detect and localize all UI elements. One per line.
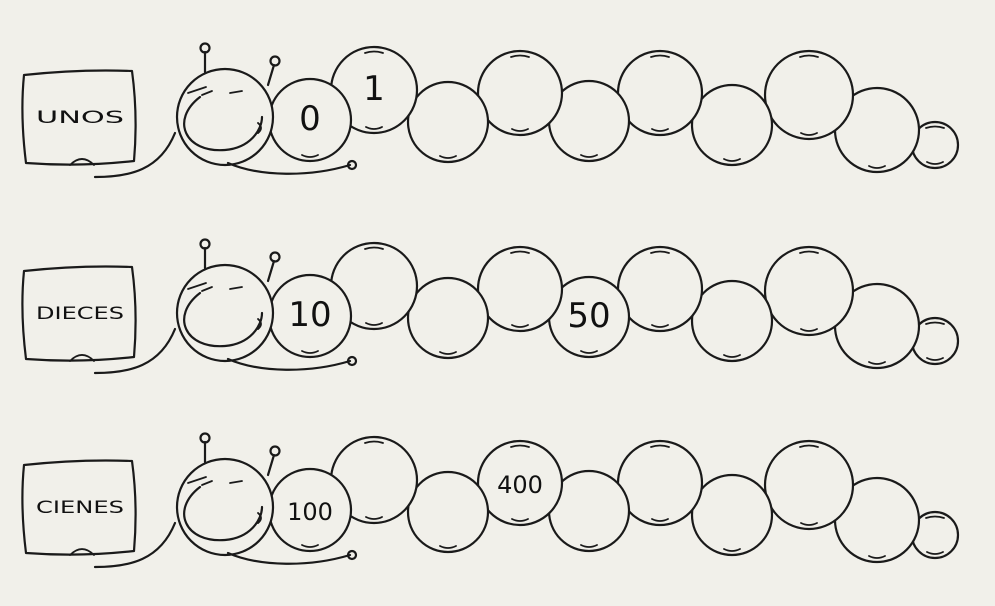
body-segment[interactable]	[406, 470, 490, 554]
body-segment[interactable]	[406, 80, 490, 164]
body-segment[interactable]: 0	[267, 77, 353, 163]
segment-number: 0	[299, 99, 321, 139]
place-value-label-box: CIENES	[21, 459, 137, 556]
caterpillar-head	[175, 432, 281, 557]
body-segment[interactable]	[763, 245, 855, 337]
body-segment[interactable]: 10	[267, 273, 353, 359]
segment-number: 50	[567, 296, 610, 336]
body-segment[interactable]: 50	[547, 275, 631, 359]
segment-number: 10	[288, 295, 331, 335]
caterpillar-head	[175, 238, 281, 363]
body-segment[interactable]	[833, 282, 921, 370]
body-segment[interactable]	[406, 276, 490, 360]
place-value-label: CIENES	[36, 498, 124, 518]
place-value-label: UNOS	[36, 108, 124, 128]
place-value-label: DIECES	[36, 304, 124, 324]
caterpillar-head	[175, 42, 281, 167]
body-segment[interactable]	[690, 473, 774, 557]
segment-number: 400	[497, 471, 543, 499]
body-segment[interactable]: 100	[267, 467, 353, 553]
body-segment[interactable]	[476, 49, 564, 137]
body-segment[interactable]	[616, 245, 704, 333]
body-segment[interactable]	[547, 79, 631, 163]
body-segment[interactable]	[547, 469, 631, 553]
place-value-label-box: DIECES	[21, 265, 137, 362]
body-segment[interactable]	[690, 279, 774, 363]
body-segment[interactable]	[616, 439, 704, 527]
body-segment[interactable]	[763, 439, 855, 531]
caterpillar-row-2: 50 10 DIECES	[21, 238, 960, 375]
caterpillar-row-3: 400 100 CIENES	[21, 432, 960, 569]
segment-number: 100	[287, 498, 333, 526]
body-segment[interactable]	[690, 83, 774, 167]
body-segment[interactable]	[476, 245, 564, 333]
body-segment[interactable]	[616, 49, 704, 137]
body-segment[interactable]	[763, 49, 855, 141]
caterpillar-row-1: 1 0 UNOS	[21, 42, 960, 179]
place-value-label-box: UNOS	[21, 69, 137, 166]
segment-number: 1	[363, 69, 385, 109]
body-segment[interactable]: 400	[476, 439, 564, 527]
